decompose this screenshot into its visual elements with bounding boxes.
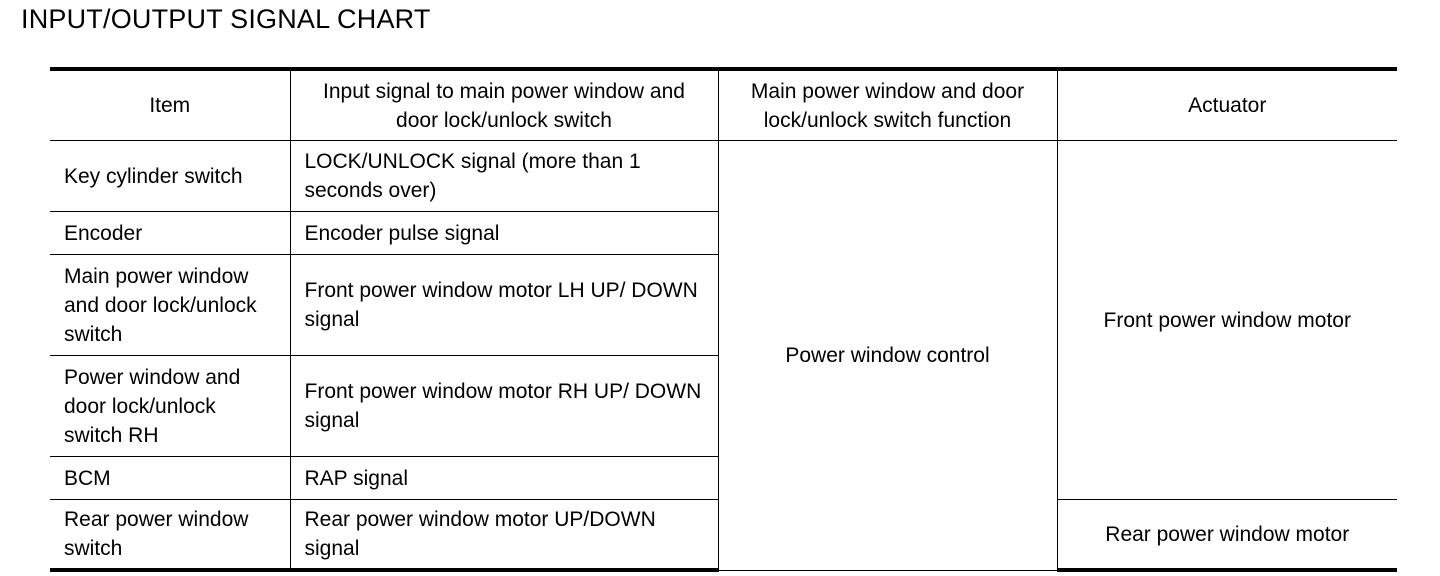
item-cell: Main power window and door lock/unlock s…	[50, 254, 291, 356]
input-signal-cell: Front power window motor RH UP/ DOWN sig…	[289, 355, 718, 457]
table-row: Rear power window switch Rear power wind…	[50, 499, 1397, 572]
page-title: INPUT/OUTPUT SIGNAL CHART	[21, 4, 431, 34]
input-signal-cell: Rear power window motor UP/DOWN signal	[289, 499, 719, 572]
actuator-cell-front: Front power window motor	[1056, 140, 1397, 500]
header-item: Item	[50, 67, 291, 141]
header-input-signal: Input signal to main power window and do…	[289, 67, 719, 141]
table-row: Key cylinder switch LOCK/UNLOCK signal (…	[50, 140, 1397, 571]
header-actuator: Actuator	[1056, 67, 1397, 141]
header-switch-function: Main power window and door lock/unlock s…	[717, 67, 1058, 141]
signal-chart-table: Item Input signal to main power window a…	[50, 67, 1397, 572]
input-signal-cell: Front power window motor LH UP/ DOWN sig…	[289, 254, 718, 356]
input-signal-cell: LOCK/UNLOCK signal (more than 1 seconds …	[289, 140, 719, 212]
item-cell: Encoder	[50, 211, 291, 255]
item-cell: Power window and door lock/unlock switch…	[50, 355, 291, 457]
item-cell: Key cylinder switch	[50, 140, 291, 212]
table-row: Power window and door lock/unlock switch…	[50, 355, 1397, 457]
item-cell: BCM	[50, 456, 291, 500]
input-signal-cell: RAP signal	[289, 456, 718, 500]
table-header-row: Item Input signal to main power window a…	[50, 67, 1397, 141]
actuator-cell-rear: Rear power window motor	[1056, 499, 1397, 572]
function-cell: Power window control	[717, 140, 1058, 571]
input-signal-cell: Encoder pulse signal	[289, 211, 718, 255]
item-cell: Rear power window switch	[50, 499, 291, 572]
table-row: Main power window and door lock/unlock s…	[50, 254, 1397, 356]
table-row: BCM RAP signal	[50, 456, 1397, 500]
table-row: Encoder Encoder pulse signal	[50, 211, 1397, 255]
